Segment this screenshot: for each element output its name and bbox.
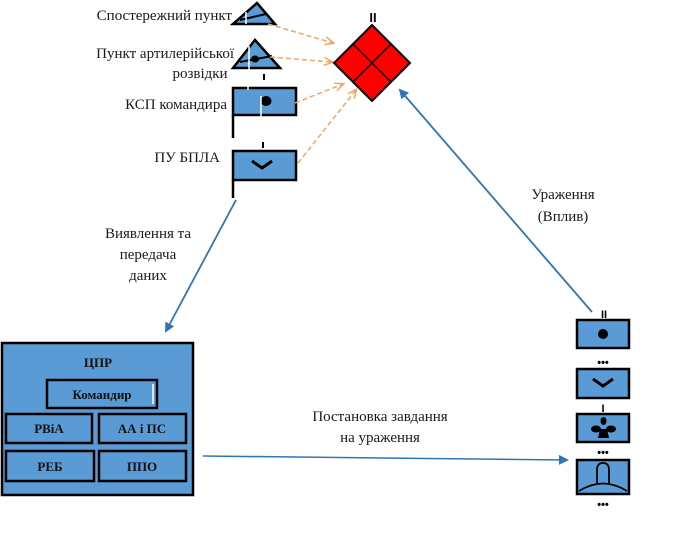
unit-echelon: •••	[597, 447, 609, 459]
observation-post-label: Спостережний пункт	[97, 8, 233, 24]
uav-unit-icon	[575, 367, 631, 400]
tasking-arrow	[202, 454, 569, 465]
cpr-cell-label: АА і ПС	[118, 421, 166, 436]
uav-control-label: ПУ БПЛА	[154, 150, 220, 166]
recon-to-target-arrows	[267, 23, 356, 164]
echelon-mark	[262, 142, 264, 148]
detection-label-line1: Виявлення та	[105, 226, 191, 242]
cpr-cell-rvia	[4, 412, 94, 445]
cpr-cell-reb	[4, 449, 96, 483]
commander-label: Командир	[72, 387, 131, 402]
unit-echelon: •••	[597, 357, 609, 369]
strike-label-line1: Ураження	[531, 187, 594, 203]
air-defense-unit-icon	[575, 458, 631, 496]
artillery-unit-icon	[575, 318, 631, 350]
cpr-cell-label: РВіА	[34, 421, 64, 436]
artillery-recon-triangle-icon	[230, 38, 283, 78]
fire-units-column: II ••• I ••• •••	[575, 309, 631, 511]
strike-arrow	[398, 88, 593, 313]
unit-bottom-echelon: •••	[597, 499, 609, 511]
detection-label-line3: даних	[129, 268, 167, 284]
cpr-cell-label: ППО	[127, 459, 157, 474]
commander-csp-label: КСП командира	[125, 97, 227, 113]
tasking-label-line1: Постановка завдання	[312, 409, 447, 425]
unit-echelon: I	[601, 403, 604, 415]
enemy-target-diamond-icon	[332, 23, 412, 103]
cpr-cell-label: РЕБ	[37, 459, 62, 474]
artillery-recon-label-line1: Пункт артилерійської	[96, 46, 235, 62]
strike-label-line2: (Вплив)	[538, 209, 589, 225]
target-echelon: II	[369, 10, 376, 25]
echelon-mark	[263, 74, 265, 80]
detection-arrow	[165, 199, 237, 333]
tasking-label-line2: на ураження	[340, 430, 420, 446]
cpr-title: ЦПР	[84, 355, 112, 370]
rocket-unit-icon	[575, 412, 631, 444]
cpr-cell-ppo	[97, 449, 188, 483]
detection-label-line2: передача	[120, 247, 177, 263]
unit-echelon: II	[601, 309, 607, 321]
artillery-recon-label-line2: розвідки	[172, 66, 227, 82]
cpr-box: ЦПР Командир РВіА АА і ПС РЕБ ППО	[0, 341, 195, 497]
uav-control-flag-icon	[231, 149, 298, 198]
cpr-cell-aa-ps	[97, 412, 188, 445]
observation-post-triangle-icon	[229, 1, 278, 26]
commander-box	[45, 378, 159, 410]
command-post-flag-icon	[231, 84, 298, 138]
